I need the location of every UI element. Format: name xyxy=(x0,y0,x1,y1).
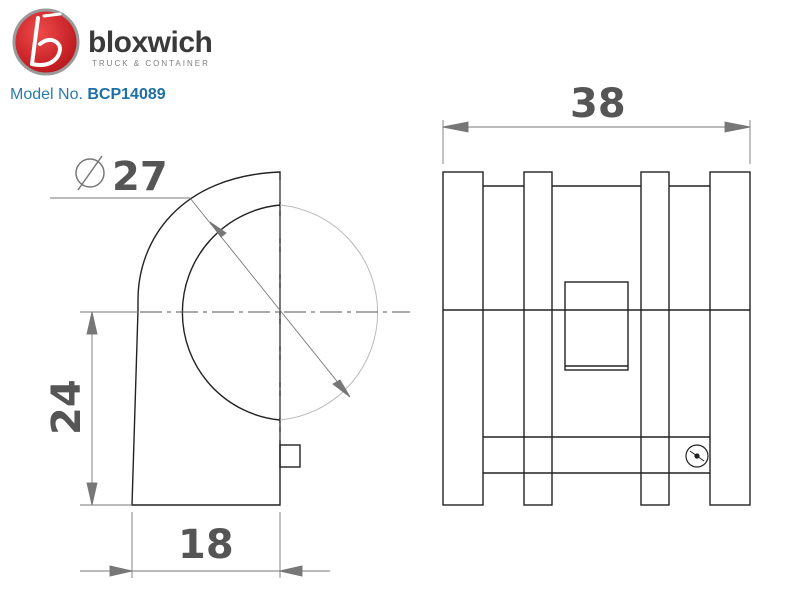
width-arrow-left xyxy=(109,565,133,577)
diameter-arrow-top xyxy=(209,221,227,238)
diameter-arrow-bottom xyxy=(332,379,351,398)
model-number: Model No. BCP14089 xyxy=(10,86,166,104)
height-arrow-bottom xyxy=(86,482,98,506)
height-value: 24 xyxy=(44,379,90,435)
side-view-outline xyxy=(131,171,281,506)
height-arrow-top xyxy=(86,311,98,335)
diameter-value: 27 xyxy=(112,154,168,200)
brand-name: bloxwich xyxy=(88,26,213,59)
width-arrow-right xyxy=(279,565,303,577)
length-arrow-left xyxy=(442,121,469,133)
length-arrow-right xyxy=(724,121,751,133)
width-value: 18 xyxy=(178,522,234,568)
front-view xyxy=(442,171,751,506)
side-pin xyxy=(279,444,301,468)
model-code: BCP14089 xyxy=(87,86,166,103)
length-value: 38 xyxy=(570,81,626,127)
screw-icon xyxy=(685,444,709,468)
b-circle-logo-icon xyxy=(12,8,80,76)
diameter-symbol-icon xyxy=(75,155,105,191)
brand-logo: bloxwich TRUCK & CONTAINER xyxy=(8,6,248,78)
model-label: Model No. xyxy=(10,86,83,103)
brand-tagline: TRUCK & CONTAINER xyxy=(92,59,210,68)
bore-arc xyxy=(181,204,281,421)
bore-arc-hidden xyxy=(279,204,379,421)
